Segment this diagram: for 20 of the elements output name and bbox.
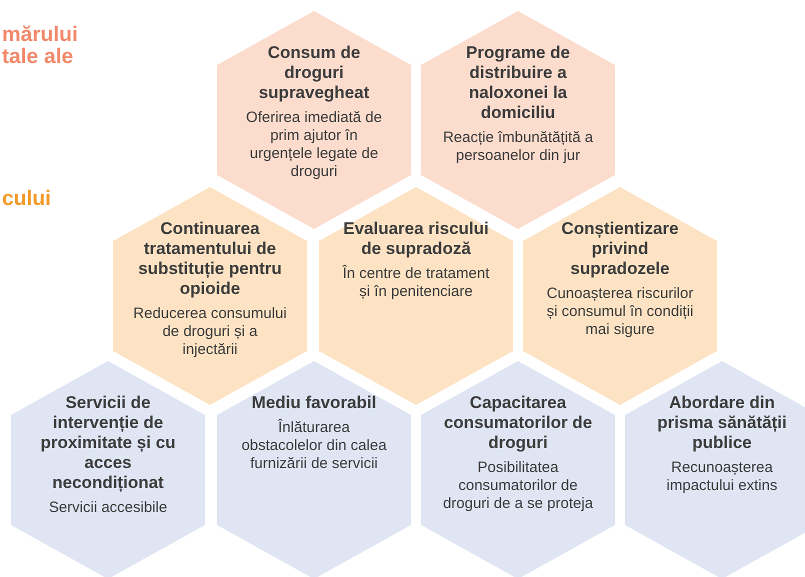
tile-heading: Abordare din prisma sănătății publice <box>656 393 788 453</box>
tile-description: Cunoașterea riscurilor și consumul în condiții mai sigure <box>546 285 694 339</box>
tile-description: Reacție îmbunătățită a persoanelor din jur <box>442 129 594 165</box>
tile-heading: Programe de distribuire a naloxonei la domiciliu <box>465 43 571 123</box>
tile-description: Servicii accesibile <box>48 499 168 517</box>
tile-description: Oferirea imediată de prim ajutor în urgențele legate de droguri <box>245 109 383 181</box>
tile-heading: Conștientizare privind supradozele <box>560 219 680 279</box>
tile-heading: Mediu favorabil <box>252 393 376 413</box>
tile-description: Recunoașterea impactului extins <box>666 459 778 495</box>
tile-description: Posibilitatea consumatorilor de droguri de a se proteja <box>442 459 594 513</box>
tile-description: Reducerea consumului de droguri și a injectării <box>133 305 287 359</box>
tile-description: Înlăturarea obstacolelor din calea furnizării de servicii <box>240 419 388 473</box>
tile-heading: Capacitarea consumatorilor de droguri <box>442 393 594 453</box>
cut-off-heading-text: cului <box>2 188 52 210</box>
tile-heading: Consum de droguri supravegheat <box>258 43 370 103</box>
tile-heading: Servicii de intervenție de proximitate și cu acces necondiționat <box>39 393 177 493</box>
tile-heading: Evaluarea riscului de supradoză <box>342 219 490 259</box>
tile-heading: Continuarea tratamentului de substituție pentru opioide <box>137 219 283 299</box>
tile-description: În centre de tratament și în penitenciare <box>341 265 490 301</box>
cut-off-heading-text: mărului tale ale <box>2 24 79 68</box>
